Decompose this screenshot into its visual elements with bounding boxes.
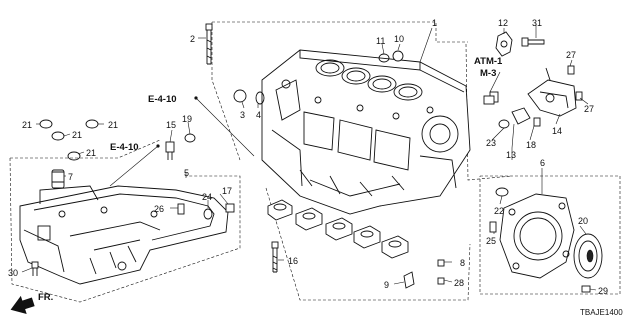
callout-15: 15 xyxy=(166,120,176,130)
callout-2: 2 xyxy=(190,34,195,44)
ref-label-m-3: M-3 xyxy=(480,68,496,79)
knock-sensor xyxy=(495,31,513,57)
engine-block-group-outline xyxy=(212,21,468,43)
cap-bolt xyxy=(392,50,404,62)
oil-pan xyxy=(19,185,229,285)
leader-lines xyxy=(21,24,597,291)
callout-14: 14 xyxy=(552,126,562,136)
oil-seal-housing xyxy=(499,193,575,279)
washer-21c xyxy=(85,119,99,129)
ref-dot-lower xyxy=(156,144,160,148)
callout-31: 31 xyxy=(532,18,542,28)
callout-30: 30 xyxy=(8,268,18,278)
sensor-group-outline xyxy=(465,43,513,181)
callout-28: 28 xyxy=(454,278,464,288)
bearing-caps xyxy=(267,199,409,259)
callout-9: 9 xyxy=(384,280,389,290)
engine-mount-bracket xyxy=(527,67,577,117)
oil-strainer xyxy=(51,169,65,189)
callout-5: 5 xyxy=(184,168,189,178)
oil-pan-group-outline xyxy=(9,157,241,303)
callout-11: 11 xyxy=(376,36,385,46)
drain-plug-washer xyxy=(203,208,213,220)
callout-4: 4 xyxy=(256,110,261,120)
callout-19: 19 xyxy=(182,114,192,124)
callout-10: 10 xyxy=(394,34,404,44)
callout-8: 8 xyxy=(460,258,465,268)
callout-23: 23 xyxy=(486,138,496,148)
drain-plug xyxy=(225,203,235,213)
bearing-cap-bolt xyxy=(271,241,279,273)
stud-bolt xyxy=(205,23,213,65)
callout-29: 29 xyxy=(598,286,608,296)
diagram-code: TBAJE1400 xyxy=(580,308,623,317)
front-direction-arrow: FR. xyxy=(10,292,53,314)
o-ring xyxy=(495,187,509,197)
callout-21a: 21 xyxy=(22,120,32,130)
callout-7: 7 xyxy=(68,172,73,182)
dowel-pin xyxy=(489,221,497,233)
oil-jet-washer xyxy=(184,133,196,143)
harness-clip xyxy=(403,271,415,289)
crankshaft-oil-seal xyxy=(573,233,603,279)
ref-dot-upper xyxy=(194,96,198,100)
callout-6: 6 xyxy=(540,158,545,168)
clip-bolt-lower xyxy=(437,277,445,285)
clip-bolt xyxy=(437,259,445,267)
callout-27a: 27 xyxy=(566,50,576,60)
oil-pan-group-outline-top xyxy=(10,139,161,159)
bearing-cap-group-outline xyxy=(265,187,471,301)
plug-washer xyxy=(255,91,265,105)
pan-bolt xyxy=(31,261,39,276)
callout-27b: 27 xyxy=(584,104,594,114)
callout-21d: 21 xyxy=(86,148,96,158)
engine-block-group-outline-left xyxy=(211,22,241,161)
callout-12: 12 xyxy=(498,18,508,28)
oil-jet xyxy=(165,141,175,160)
oil-seal-group-outline xyxy=(479,175,621,295)
ref-label-e-4-10-upper: E-4-10 xyxy=(148,94,177,105)
callout-21c: 21 xyxy=(108,120,118,130)
front-label: FR. xyxy=(38,292,53,303)
washer-21a xyxy=(39,119,53,129)
callout-labels: 1 2 3 4 5 6 7 8 9 10 11 12 13 14 15 16 1… xyxy=(8,18,608,296)
callout-16: 16 xyxy=(288,256,298,266)
knock-sensor-bolt xyxy=(521,37,545,47)
callout-20: 20 xyxy=(578,216,588,226)
ref-label-e-4-10-lower: E-4-10 xyxy=(110,142,139,153)
callout-17: 17 xyxy=(222,186,232,196)
seal-housing-bolt xyxy=(581,285,591,293)
cylinder-block xyxy=(261,49,471,215)
washer-21b xyxy=(51,131,65,141)
callout-21b: 21 xyxy=(72,130,82,140)
ref-label-atm-1: ATM-1 xyxy=(474,56,503,67)
callout-24: 24 xyxy=(202,192,212,202)
callout-1: 1 xyxy=(432,18,437,28)
bracket-bolts xyxy=(567,65,583,101)
callout-18: 18 xyxy=(526,140,536,150)
plug xyxy=(233,89,247,103)
callout-13: 13 xyxy=(506,150,516,160)
callout-22: 22 xyxy=(494,206,504,216)
callout-3: 3 xyxy=(240,110,245,120)
washer-21d xyxy=(67,151,81,161)
atm-plug xyxy=(483,95,495,105)
pan-dowel xyxy=(177,203,185,215)
callout-25: 25 xyxy=(486,236,496,246)
callout-26: 26 xyxy=(154,204,164,214)
